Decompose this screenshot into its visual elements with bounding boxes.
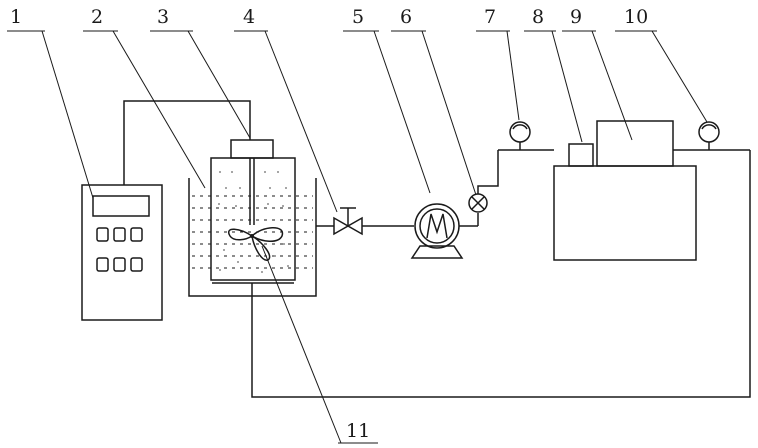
test-unit: [554, 121, 696, 260]
callout-leader-7: [507, 31, 519, 120]
callout-leader-3: [188, 31, 250, 138]
callout-label-3: 3: [157, 6, 169, 28]
pipe-flowmeter-up: [478, 150, 498, 194]
impeller-blade: [229, 229, 252, 240]
callout-leaders: [7, 31, 707, 443]
pump-rotor-ring: [420, 209, 454, 243]
pump-casing: [415, 204, 459, 248]
controller-body: [82, 185, 162, 320]
callout-label-5: 5: [352, 6, 364, 28]
callout-leader-11: [262, 246, 341, 443]
controller-display: [93, 196, 149, 216]
callout-leader-6: [422, 31, 476, 195]
callout-label-10: 10: [624, 6, 648, 28]
callout-label-8: 8: [532, 6, 544, 28]
impeller-hub: [250, 234, 254, 238]
sensor-box: [569, 144, 593, 166]
gauge-arc: [702, 125, 716, 129]
pressure-gauge-inlet: [510, 122, 530, 150]
callout-label-4: 4: [243, 6, 255, 28]
callout-leader-10: [652, 31, 707, 122]
stirrer-motor: [231, 140, 273, 158]
valve: [334, 208, 362, 234]
gauge-arc: [513, 125, 527, 129]
keypad-key: [114, 228, 125, 241]
callout-label-9: 9: [570, 6, 582, 28]
valve-body-left: [334, 218, 348, 234]
keypad-key: [131, 258, 142, 271]
pressure-gauge-outlet: [699, 122, 719, 150]
pump-m-symbol: [427, 214, 447, 238]
keypad-key: [131, 228, 142, 241]
callout-label-11: 11: [346, 420, 370, 442]
tank-body: [211, 158, 295, 280]
callout-label-2: 2: [91, 6, 103, 28]
module-housing: [597, 121, 673, 166]
callout-leader-8: [552, 31, 582, 142]
callout-label-7: 7: [484, 6, 496, 28]
keypad-key: [97, 228, 108, 241]
callout-label-1: 1: [10, 6, 22, 28]
callout-leader-9: [592, 31, 632, 140]
valve-body-right: [348, 218, 362, 234]
keypad-key: [114, 258, 125, 271]
callout-label-6: 6: [400, 6, 412, 28]
keypad-key: [97, 258, 108, 271]
callout-leader-2: [113, 31, 205, 188]
callout-labels: 1 2 3 4 5 6 7 8 9 10 11: [10, 6, 648, 442]
callout-leader-5: [374, 31, 430, 193]
callout-leader-1: [42, 31, 93, 198]
controller-keypad: [97, 228, 142, 271]
controller-unit: [82, 185, 162, 320]
stirring-tank: [211, 140, 295, 280]
pump: [412, 204, 462, 258]
callout-leader-4: [265, 31, 337, 212]
test-unit-base: [554, 166, 696, 260]
